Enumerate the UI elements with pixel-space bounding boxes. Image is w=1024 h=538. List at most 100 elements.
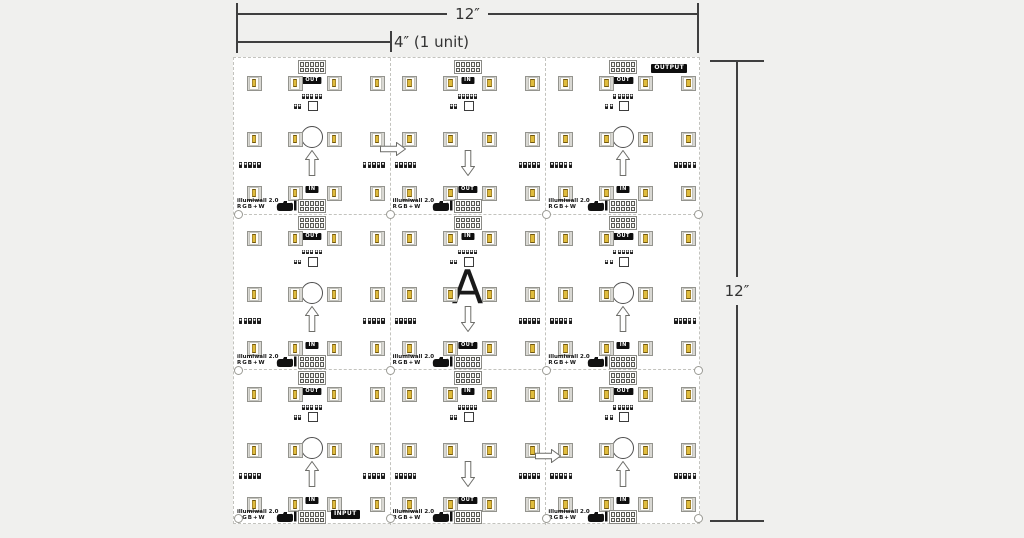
edge-pads-left	[394, 473, 417, 480]
led-module	[680, 287, 696, 303]
led-chip	[563, 446, 568, 455]
connector-pad	[460, 223, 465, 228]
led-chip	[530, 390, 535, 399]
led-lens	[249, 186, 259, 200]
led-lens	[404, 342, 415, 356]
led-module	[246, 231, 262, 247]
port-label-top: OUT	[302, 232, 322, 240]
connector-pad	[455, 512, 460, 517]
connector-pad	[310, 373, 314, 378]
led-chip	[251, 344, 257, 353]
led-lens	[404, 288, 415, 302]
mounting-hole	[541, 210, 551, 220]
connector-pad	[465, 67, 470, 72]
led-lens	[404, 132, 415, 146]
port-label-bottom: IN	[305, 186, 319, 193]
port-label-top: OUT	[302, 388, 322, 396]
led-module	[443, 341, 459, 357]
led-module	[482, 185, 498, 201]
led-chip	[643, 188, 648, 198]
edge-pads-left	[239, 473, 261, 480]
brand-line1: illumiwall 2.0	[237, 198, 279, 204]
led-module	[557, 341, 573, 357]
solder-pad	[532, 317, 536, 324]
led-module	[598, 287, 614, 303]
arrow-up-icon	[616, 305, 631, 332]
led-chip	[686, 390, 691, 399]
connector-pad	[626, 373, 631, 378]
led-lens	[249, 443, 259, 457]
mounting-hole	[233, 365, 243, 375]
led-module	[369, 287, 385, 303]
output-tag: OUTPUT	[651, 64, 688, 73]
component-pads	[294, 259, 302, 265]
connector-pad	[305, 378, 309, 384]
led-module	[326, 131, 342, 147]
led-lens	[601, 497, 612, 511]
solder-pad	[554, 162, 559, 168]
solder-pad	[692, 473, 697, 480]
connector-pad	[320, 373, 324, 378]
connector-pad	[475, 356, 480, 362]
connector-pad	[616, 206, 621, 211]
solder-pad	[248, 162, 252, 168]
connector-pad	[305, 517, 309, 523]
connector-footprint	[453, 60, 482, 74]
led-lens	[445, 387, 456, 401]
led-lens	[372, 497, 382, 511]
ic-chip	[463, 101, 474, 111]
led-lens	[372, 186, 382, 200]
connector-pad	[315, 201, 319, 206]
led-lens	[404, 443, 415, 457]
led-lens	[640, 132, 651, 146]
solder-pad	[403, 473, 408, 480]
led-chip	[686, 290, 691, 299]
top-width-dimension: 12″	[237, 5, 699, 23]
led-module	[557, 185, 573, 201]
led-chip	[374, 500, 380, 509]
led-lens	[484, 387, 495, 401]
solder-pad	[568, 473, 573, 480]
solder-pad	[674, 473, 678, 480]
solder-pad	[692, 162, 697, 168]
connector-pad	[626, 67, 631, 72]
led-chip	[292, 500, 298, 509]
brand-line2: RGB+W	[237, 204, 266, 210]
led-chip	[530, 344, 535, 353]
connector-pad	[616, 356, 621, 362]
connector-pad	[460, 378, 465, 384]
connector-pad	[455, 378, 460, 384]
led-module	[680, 386, 696, 402]
solder-pad	[252, 473, 257, 480]
solder-pad	[559, 162, 563, 168]
led-lens	[249, 76, 259, 90]
led-lens	[560, 186, 571, 200]
solder-pad	[564, 162, 568, 168]
led-module	[326, 341, 342, 357]
led-chip	[407, 290, 412, 299]
brand-line2: RGB+W	[237, 359, 266, 366]
edge-pads-left	[394, 317, 417, 324]
led-module	[482, 442, 498, 458]
solder-pad	[257, 473, 261, 480]
led-chip	[331, 290, 337, 299]
ic-chip	[308, 412, 318, 423]
connector-pad	[465, 217, 470, 223]
connector-pad	[315, 217, 319, 223]
mounting-circle	[301, 281, 323, 304]
component-pads	[449, 104, 457, 109]
solder-pad	[692, 317, 697, 324]
led-chip	[251, 290, 257, 299]
connector-pad	[621, 356, 626, 362]
led-module	[402, 341, 418, 357]
solder-pad	[298, 104, 302, 109]
led-chip	[530, 290, 535, 299]
solder-pad	[625, 249, 629, 255]
led-module	[598, 341, 614, 357]
solder-pad	[688, 162, 692, 168]
led-module	[369, 131, 385, 147]
connector-pad	[470, 512, 475, 517]
resistor-array	[613, 94, 634, 99]
led-module	[246, 75, 262, 91]
